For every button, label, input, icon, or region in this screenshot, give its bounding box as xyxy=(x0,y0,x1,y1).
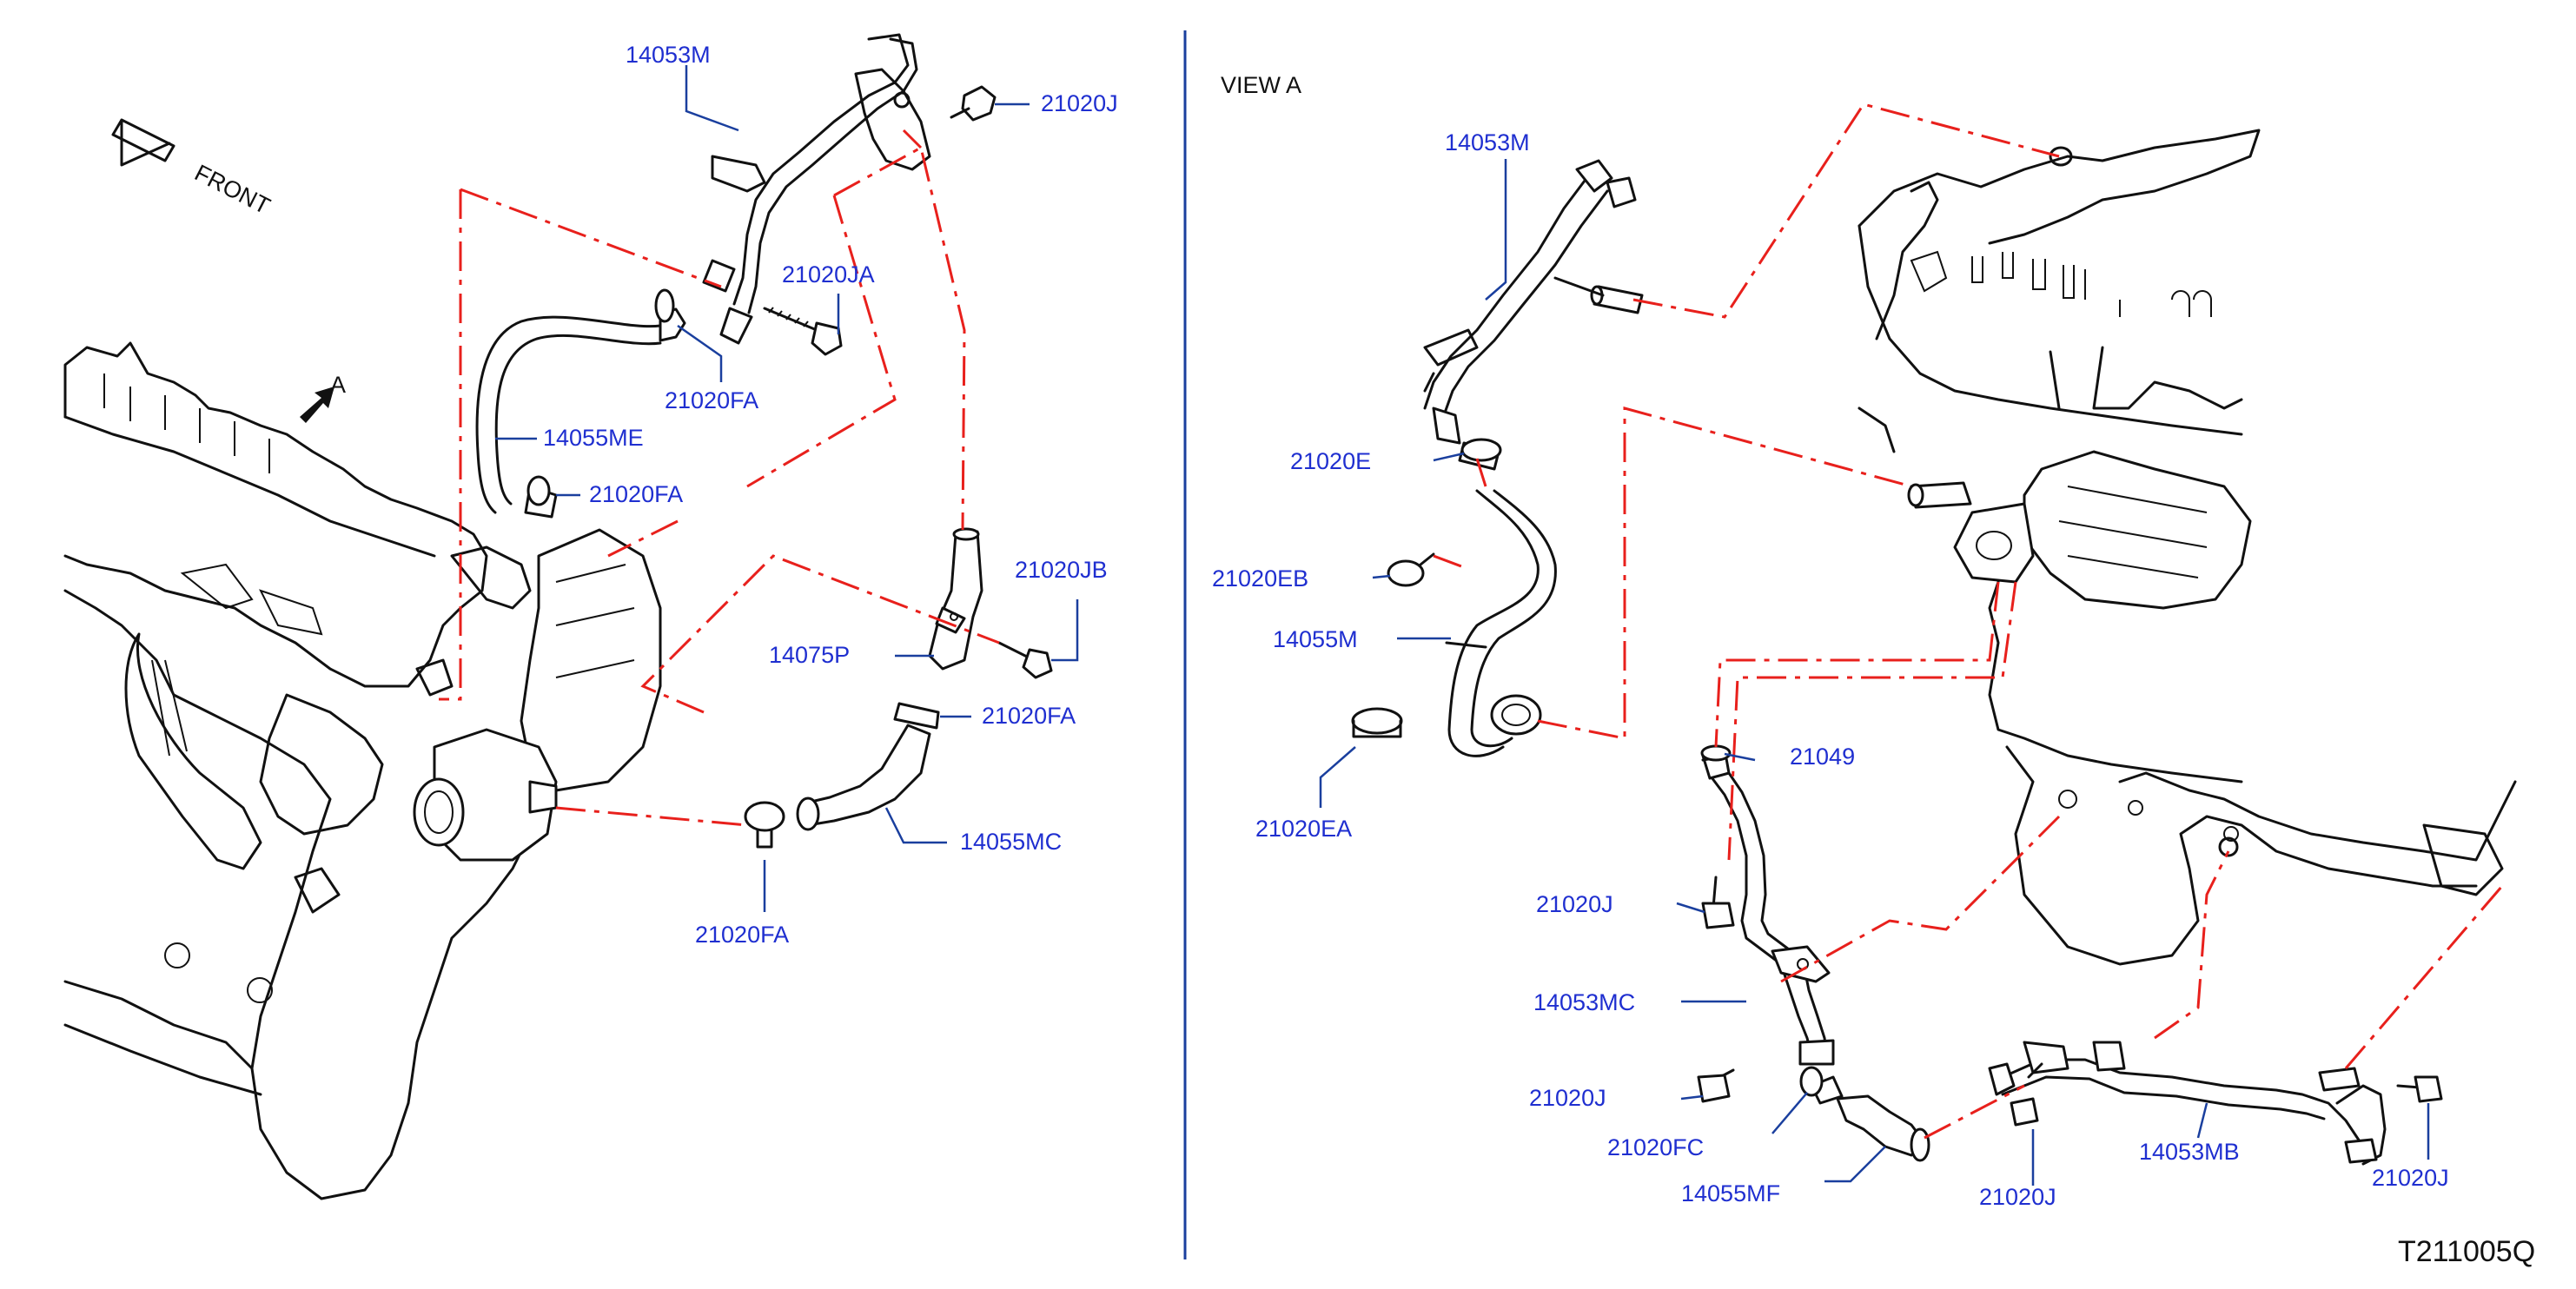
label-21020fa-right: 21020FA xyxy=(982,703,1076,729)
bolt-21020jb xyxy=(997,641,1053,679)
label-21020eb: 21020EB xyxy=(1212,565,1308,592)
hose-14055m xyxy=(1445,441,1557,757)
label-14055mc: 14055MC xyxy=(960,829,1062,855)
label-21020e: 21020E xyxy=(1290,448,1371,474)
clamp-21020fc xyxy=(1799,1066,1824,1097)
label-21020fa-top: 21020FA xyxy=(665,387,758,413)
view-a-title: VIEW A xyxy=(1221,72,1301,98)
front-label: FRONT xyxy=(190,160,274,220)
pipe-14053mb xyxy=(1988,1041,2387,1166)
right-dash-lines xyxy=(1433,102,2504,1140)
clamp-21020fa-bottom xyxy=(744,801,785,849)
engine-block-left xyxy=(63,341,540,1200)
bolt-21020j-c xyxy=(2010,1062,2043,1127)
left-dash-lines xyxy=(439,129,1000,827)
label-21020fa-bottom: 21020FA xyxy=(695,922,789,948)
clip-21020eb xyxy=(1387,552,1435,587)
label-14075p: 14075P xyxy=(769,642,850,668)
label-21020jb: 21020JB xyxy=(1015,557,1108,583)
front-arrow: FRONT xyxy=(111,118,275,220)
clamp-21020fa-mid xyxy=(526,475,551,506)
hose-14055mc xyxy=(796,702,940,831)
thermostat-housing xyxy=(413,528,662,862)
pipe-14053m-left xyxy=(702,33,931,345)
label-14055m: 14055M xyxy=(1273,626,1358,652)
right-leaders xyxy=(1319,159,2430,1186)
drawing-code: T211005Q xyxy=(2398,1235,2535,1268)
clamp-21020fa-top xyxy=(654,288,675,323)
label-14053mc: 14053MC xyxy=(1533,989,1635,1015)
label-21049: 21049 xyxy=(1790,744,1855,770)
label-14055mf: 14055MF xyxy=(1681,1180,1780,1206)
engine-block-right xyxy=(1858,129,2517,966)
elbow-14075p xyxy=(928,527,983,671)
pipe-14053mc xyxy=(1701,747,1835,1066)
label-21020j-d: 21020J xyxy=(2372,1165,2449,1191)
label-21020ja: 21020JA xyxy=(782,261,875,288)
bolt-21020j-b xyxy=(1697,1068,1735,1103)
bolt-21020j-d xyxy=(2396,1075,2443,1103)
label-14053mb: 14053MB xyxy=(2139,1139,2240,1165)
label-21020j-a: 21020J xyxy=(1536,891,1613,917)
left-leaders xyxy=(495,65,1079,912)
label-14055me: 14055ME xyxy=(543,425,644,451)
bolt-21020ja xyxy=(763,307,843,356)
label-21020fc: 21020FC xyxy=(1607,1134,1704,1160)
label-21020fa-mid: 21020FA xyxy=(589,481,683,507)
clamp-21020ea xyxy=(1351,707,1403,738)
clamp-21020e xyxy=(1460,438,1502,462)
view-a-arrow: A xyxy=(300,372,346,423)
label-21020j-c: 21020J xyxy=(1979,1184,2056,1210)
pipe-14053m-right xyxy=(1423,159,1644,445)
hose-14055mf xyxy=(1810,1075,1930,1162)
label-14053m-right: 14053M xyxy=(1445,129,1530,155)
label-21020j-b: 21020J xyxy=(1529,1085,1606,1111)
bolt-21020j-left xyxy=(950,85,997,122)
view-marker-label: A xyxy=(330,372,346,398)
label-21020ea: 21020EA xyxy=(1255,816,1352,842)
label-14053m-left: 14053M xyxy=(626,42,711,68)
bolt-21020j-a xyxy=(1701,876,1735,929)
label-21020j-left: 21020J xyxy=(1041,90,1118,116)
